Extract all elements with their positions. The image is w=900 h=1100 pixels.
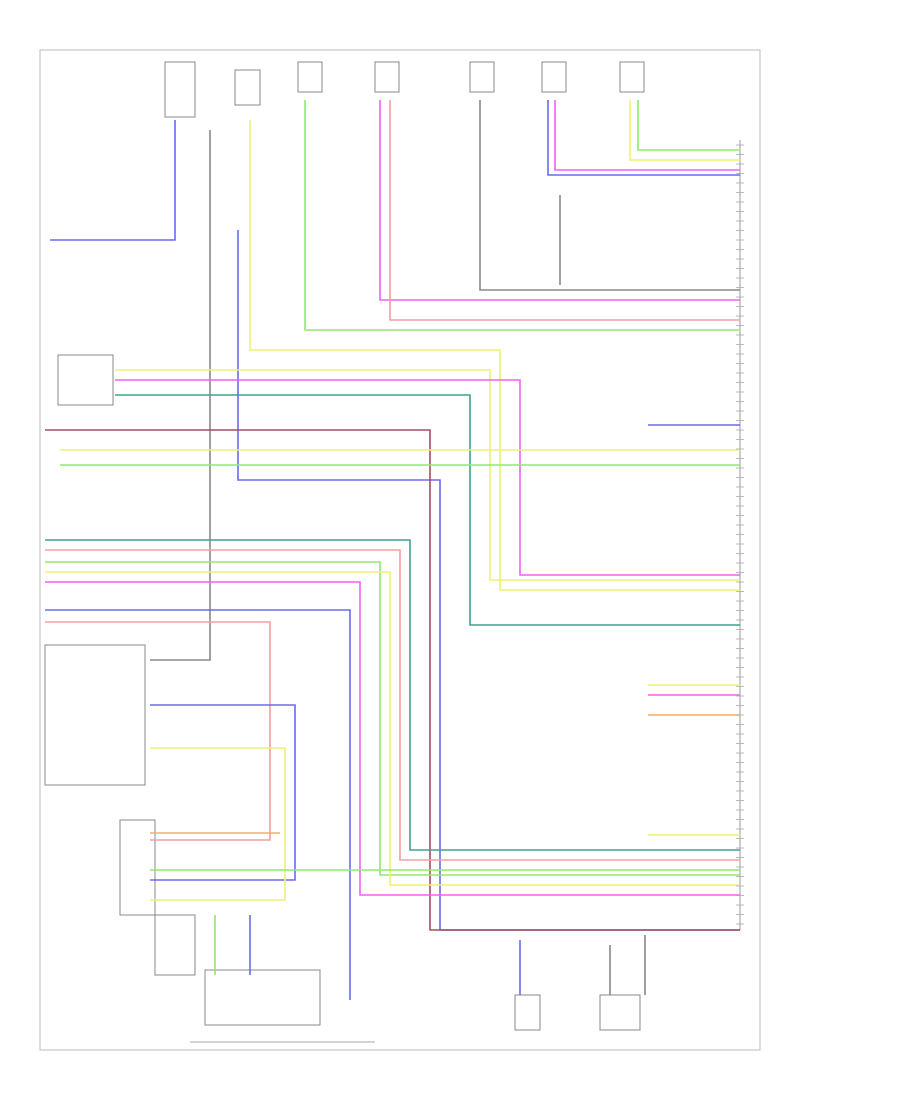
wire-yellow [629, 100, 740, 161]
wire-teal [115, 394, 740, 626]
liftgate-switch [514, 994, 541, 1031]
switch-module-2 [374, 61, 400, 93]
wire-yellow [150, 747, 286, 901]
ground-block [154, 914, 196, 976]
wires [45, 100, 740, 1000]
wire-blue [150, 704, 296, 881]
wire-pink [45, 549, 740, 861]
wire-gray [150, 130, 211, 661]
liftgate-latch [599, 994, 641, 1031]
wire-blue [50, 120, 176, 241]
wire-green [45, 561, 740, 876]
wire-yellow [45, 571, 740, 886]
connector-pins [736, 144, 744, 925]
switch-module-5 [619, 61, 645, 93]
door-latch-actuator [204, 969, 321, 1026]
liftgate-module [57, 354, 114, 406]
fuse-block [234, 69, 261, 106]
wire-magenta [554, 100, 740, 171]
wire-green [304, 100, 740, 331]
wire-blue [45, 609, 351, 1000]
door-switch-assembly [44, 644, 146, 786]
wire-gray [479, 100, 740, 291]
wire-yellow [249, 120, 740, 591]
wire-magenta [379, 100, 740, 301]
door-lock-module [119, 819, 156, 916]
wire-magenta [45, 581, 740, 896]
wire-pink [45, 621, 271, 841]
wire-magenta [115, 379, 740, 576]
wire-teal [45, 539, 740, 851]
switch-module-4 [541, 61, 567, 93]
wire-yellow [115, 369, 740, 581]
wire-green [637, 100, 740, 151]
diagram-frame [39, 49, 761, 1051]
switch-module-1 [297, 61, 323, 93]
switch-module-3 [469, 61, 495, 93]
wire-blue [547, 100, 740, 176]
top-components [164, 61, 645, 118]
left-components [44, 354, 641, 1031]
battery-junction-box [164, 61, 196, 118]
wire-pink [389, 100, 740, 321]
wire-dark_red [45, 429, 740, 931]
